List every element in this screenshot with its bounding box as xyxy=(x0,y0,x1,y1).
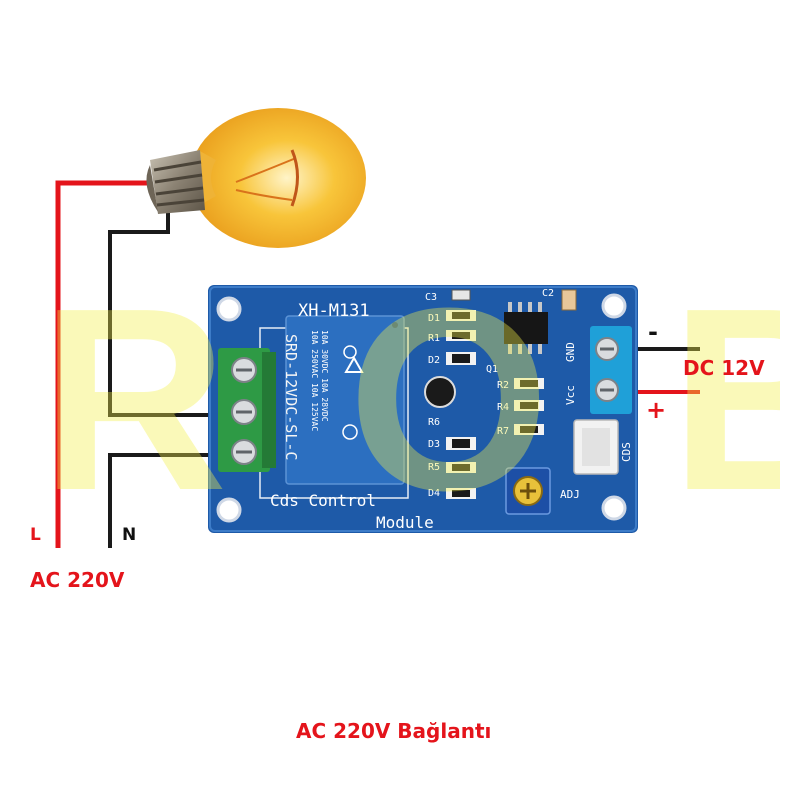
comp-label-q1: Q1 xyxy=(486,364,498,375)
relay-text-1: 10A 250VAC 10A 125VAC xyxy=(310,330,319,431)
dc-supply-label: DC 12V xyxy=(683,356,765,380)
dc-minus-sign: - xyxy=(648,318,658,346)
transistor xyxy=(424,376,456,408)
dc-wiring xyxy=(628,347,700,394)
comp-label-d1: D1 xyxy=(428,313,440,324)
comp-label-r6: R6 xyxy=(428,417,440,428)
board-name-line1: Cds Control xyxy=(270,491,376,510)
pin-label-vcc: Vcc xyxy=(564,385,577,405)
comp-label-r5: R5 xyxy=(428,462,440,473)
potentiometer xyxy=(505,467,551,515)
line-label: L xyxy=(30,525,41,545)
ac-terminal-block xyxy=(218,348,276,472)
ic-chip xyxy=(504,312,548,344)
bulb-base xyxy=(146,150,205,214)
relay-text-2: 10A 30VDC 10A 28VDC xyxy=(320,330,329,422)
lamp-return-wire xyxy=(108,205,234,417)
comp-label-r2: R2 xyxy=(497,380,509,391)
light-bulb xyxy=(146,108,366,248)
smd-components xyxy=(424,289,577,499)
silkscreen: XH-M131 Cds Control Module 10A 250VAC 10… xyxy=(270,288,633,532)
caption: AC 220V Bağlantı xyxy=(296,719,492,743)
relay-text-3: SRD-12VDC-SL-C xyxy=(282,334,300,460)
dc-plus-sign: + xyxy=(646,396,666,424)
ac-wiring xyxy=(55,180,234,548)
comp-label-c2: C2 xyxy=(542,288,554,299)
pin-label-cds: CDS xyxy=(620,442,633,462)
pin-label-gnd: GND xyxy=(564,342,577,362)
dc-terminal-block xyxy=(590,326,632,414)
comp-label-d3: D3 xyxy=(428,439,440,450)
comp-label-r1: R1 xyxy=(428,333,440,344)
comp-label-d2: D2 xyxy=(428,355,440,366)
mount-hole xyxy=(216,296,242,322)
board-model: XH-M131 xyxy=(298,301,370,321)
comp-label-r7: R7 xyxy=(497,426,509,437)
mount-hole xyxy=(601,495,627,521)
pin-label-adj: ADJ xyxy=(560,488,580,501)
ac-supply-label: AC 220V xyxy=(30,568,125,592)
comp-label-d4: D4 xyxy=(428,488,440,499)
watermark-text: ROBIZ xyxy=(40,285,780,515)
relay xyxy=(285,315,405,485)
mount-hole xyxy=(216,497,242,523)
mount-hole xyxy=(601,293,627,319)
neutral-wire xyxy=(108,453,234,548)
neutral-label: N xyxy=(122,525,137,545)
comp-label-c3: C3 xyxy=(425,292,437,303)
watermark: ROBIZ xyxy=(40,285,780,515)
relay-module-board xyxy=(208,285,638,533)
comp-label-r4: R4 xyxy=(497,402,509,413)
board-name-line2: Module xyxy=(376,513,434,532)
line-wire xyxy=(55,180,150,548)
